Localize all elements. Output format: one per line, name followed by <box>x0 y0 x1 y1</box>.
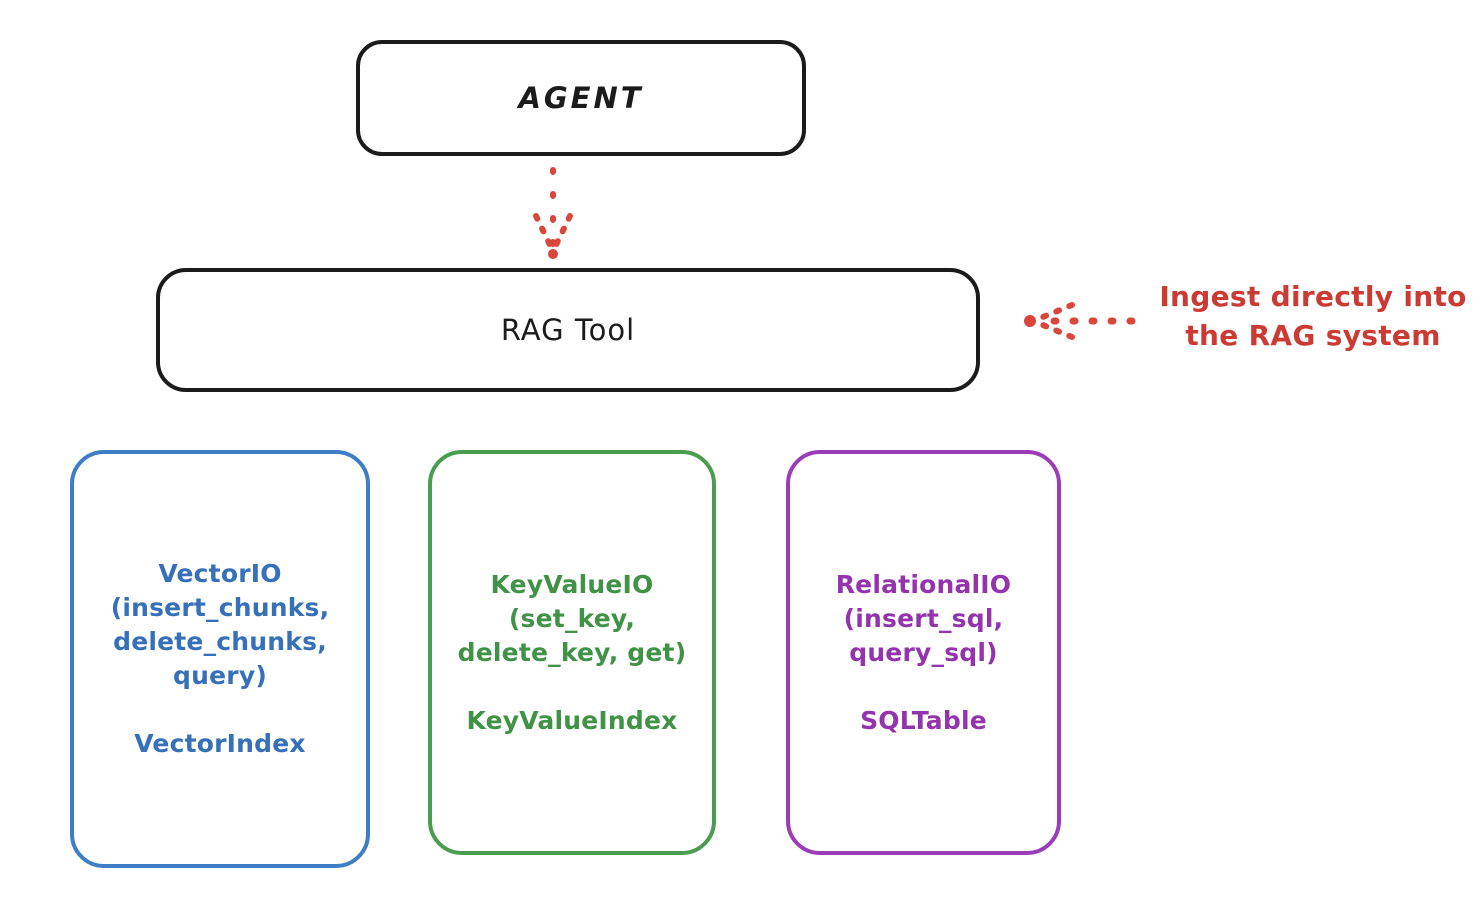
node-key-value-io[interactable]: KeyValueIO (set_key, delete_key, get) Ke… <box>428 450 716 855</box>
node-vector-io[interactable]: VectorIO (insert_chunks, delete_chunks, … <box>70 450 370 868</box>
node-key-value-io-label: KeyValueIO (set_key, delete_key, get) Ke… <box>457 569 687 735</box>
node-relational-io-label: RelationalIO (insert_sql, query_sql) SQL… <box>835 569 1012 735</box>
node-agent[interactable]: AGENT <box>356 40 806 156</box>
connector-ingest-to-rag-tool <box>1024 302 1136 340</box>
node-rag-tool[interactable]: RAG Tool <box>156 268 980 392</box>
node-rag-tool-label: RAG Tool <box>500 312 636 347</box>
annotation-ingest-directly: Ingest directly into the RAG system <box>1159 280 1467 352</box>
node-relational-io[interactable]: RelationalIO (insert_sql, query_sql) SQL… <box>786 450 1061 855</box>
node-agent-label: AGENT <box>518 80 644 115</box>
node-vector-io-label: VectorIO (insert_chunks, delete_chunks, … <box>110 559 330 758</box>
connector-agent-to-rag-tool <box>533 167 573 259</box>
